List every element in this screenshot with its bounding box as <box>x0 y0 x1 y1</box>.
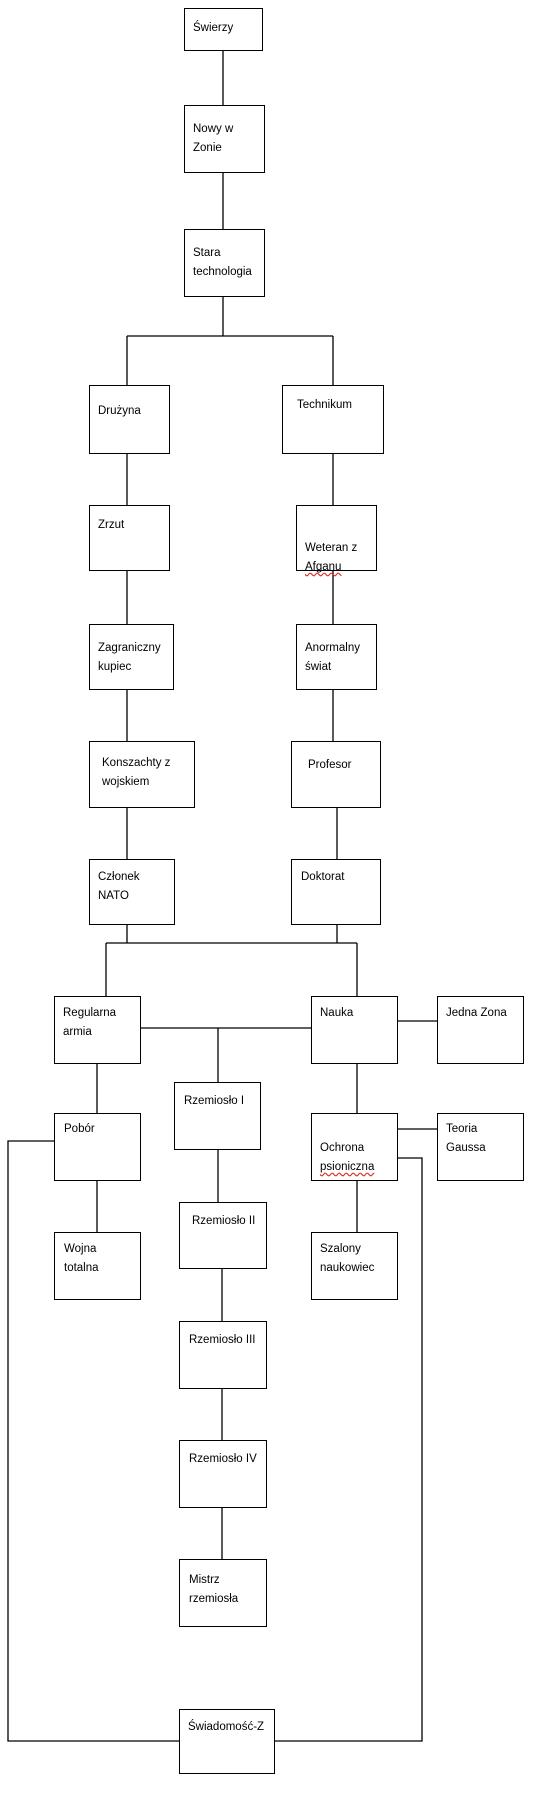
node-jedna-zona: Jedna Zona <box>437 996 524 1064</box>
node-konszachty-z-wojskiem: Konszachty z wojskiem <box>89 741 195 808</box>
node-anormalny-swiat: Anormalny świat <box>296 624 377 690</box>
node-swierzy: Świerzy <box>184 8 263 51</box>
node-doktorat: Doktorat <box>291 859 381 925</box>
node-druzyna: Drużyna <box>89 385 170 454</box>
spellcheck-underline: Afganu <box>305 561 342 573</box>
node-ochrona-psioniczna-label: Ochrona psioniczna <box>320 1142 375 1173</box>
connector-line <box>275 1157 423 1742</box>
node-rzemioslo-4: Rzemiosło IV <box>179 1440 267 1508</box>
node-technikum: Technikum <box>282 385 384 454</box>
node-rzemioslo-2: Rzemiosło II <box>179 1202 267 1269</box>
node-czlonek-nato: Członek NATO <box>89 859 175 925</box>
node-regularna-armia: Regularna armia <box>54 996 141 1064</box>
node-mistrz-rzemiosla: Mistrz rzemiosła <box>179 1559 267 1627</box>
node-rzemioslo-3: Rzemiosło III <box>179 1321 267 1389</box>
node-swiadomosc-z: Świadomość-Z <box>179 1709 275 1774</box>
node-pobor: Pobór <box>54 1113 141 1181</box>
node-rzemioslo-1: Rzemiosło I <box>174 1082 261 1150</box>
node-profesor: Profesor <box>291 741 381 808</box>
node-zrzut: Zrzut <box>89 505 170 571</box>
node-zagraniczny-kupiec: Zagraniczny kupiec <box>89 624 174 690</box>
connector-line <box>7 1140 179 1742</box>
node-wojna-totalna: Wojna totalna <box>54 1232 141 1300</box>
node-ochrona-psioniczna: Ochrona psioniczna <box>311 1113 398 1181</box>
node-nowy-w-zonie: Nowy w Zonie <box>184 105 265 173</box>
node-teoria-gaussa: Teoria Gaussa <box>437 1113 524 1181</box>
node-stara-technologia: Stara technologia <box>184 229 265 297</box>
node-szalony-naukowiec: Szalony naukowiec <box>311 1232 398 1300</box>
node-nauka: Nauka <box>311 996 398 1064</box>
spellcheck-underline: psioniczna <box>320 1161 375 1173</box>
node-weteran-z-afganu-label: Weteran z Afganu <box>305 542 358 573</box>
node-weteran-z-afganu: Weteran z Afganu <box>296 505 377 573</box>
